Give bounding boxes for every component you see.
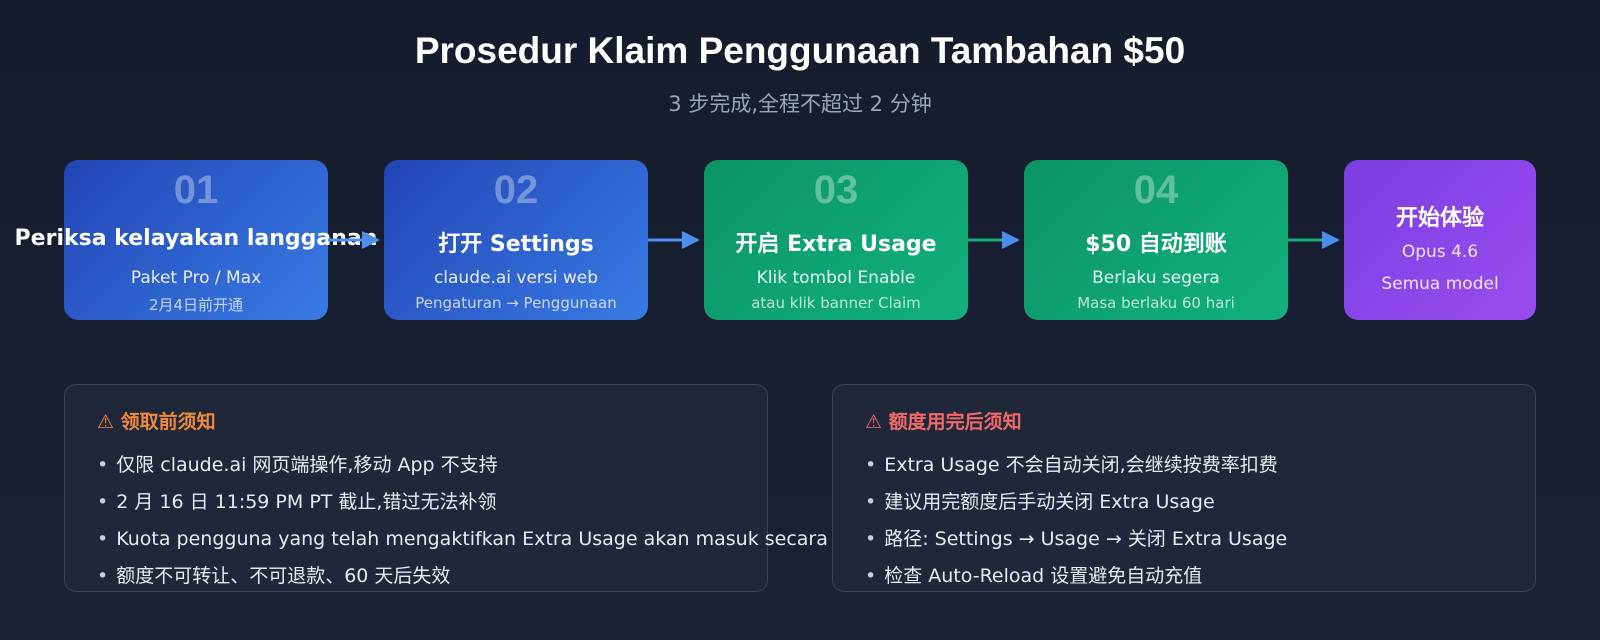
notice-title-text: 额度用完后须知 bbox=[888, 411, 1022, 433]
step-card-2: 02 打开 Settings claude.ai versi web Penga… bbox=[384, 160, 648, 320]
step-card-final: 开始体验 Opus 4.6 Semua model bbox=[1344, 160, 1536, 320]
step-card-3: 03 开启 Extra Usage Klik tombol Enable ata… bbox=[704, 160, 968, 320]
step-note: atau klik banner Claim bbox=[751, 294, 921, 312]
list-item: •Extra Usage 不会自动关闭,会继续按费率扣费 bbox=[865, 454, 1278, 476]
final-step-scope: Semua model bbox=[1381, 274, 1499, 294]
step-number: 01 bbox=[173, 168, 219, 212]
page-subtitle: 3 步完成,全程不超过 2 分钟 bbox=[668, 92, 932, 116]
notice-panel-before: ⚠ 领取前须知 •仅限 claude.ai 网页端操作,移动 App 不支持 •… bbox=[64, 384, 828, 592]
arrow-right-icon bbox=[328, 231, 380, 249]
final-step-title: 开始体验 bbox=[1395, 206, 1484, 231]
step-detail: Paket Pro / Max bbox=[130, 268, 262, 288]
warning-icon: ⚠ bbox=[865, 411, 883, 433]
list-item: •额度不可转让、不可退款、60 天后失效 bbox=[97, 565, 451, 587]
warning-icon: ⚠ bbox=[97, 411, 115, 433]
step-note: 2月4日前开通 bbox=[148, 296, 244, 314]
step-detail: Berlaku segera bbox=[1092, 268, 1220, 288]
step-detail: Klik tombol Enable bbox=[756, 268, 916, 288]
notice-title: ⚠ 领取前须知 bbox=[97, 407, 216, 434]
arrow-right-icon bbox=[1288, 231, 1340, 249]
step-number: 02 bbox=[493, 168, 539, 212]
step-title: 开启 Extra Usage bbox=[735, 232, 937, 257]
notice-panel-after: ⚠ 额度用完后须知 •Extra Usage 不会自动关闭,会继续按费率扣费 •… bbox=[832, 384, 1536, 592]
list-item: •仅限 claude.ai 网页端操作,移动 App 不支持 bbox=[97, 454, 498, 476]
step-title: $50 自动到账 bbox=[1085, 232, 1227, 257]
step-card-1: 01 Periksa kelayakan langganan Paket Pro… bbox=[15, 160, 377, 320]
arrow-right-icon bbox=[648, 231, 700, 249]
notice-title: ⚠ 额度用完后须知 bbox=[865, 407, 1022, 434]
notice-list: •仅限 claude.ai 网页端操作,移动 App 不支持 •2 月 16 日… bbox=[97, 453, 828, 601]
page-title: Prosedur Klaim Penggunaan Tambahan $50 bbox=[414, 30, 1186, 71]
list-item: •Kuota pengguna yang telah mengaktifkan … bbox=[97, 528, 828, 550]
notice-list: •Extra Usage 不会自动关闭,会继续按费率扣费 •建议用完额度后手动关… bbox=[865, 453, 1287, 601]
list-item: •建议用完额度后手动关闭 Extra Usage bbox=[865, 491, 1215, 513]
list-item: •2 月 16 日 11:59 PM PT 截止,错过无法补领 bbox=[97, 491, 497, 513]
arrow-right-icon bbox=[968, 231, 1020, 249]
list-item: •路径: Settings → Usage → 关闭 Extra Usage bbox=[865, 528, 1288, 550]
step-card-4: 04 $50 自动到账 Berlaku segera Masa berlaku … bbox=[1024, 160, 1288, 320]
step-note: Pengaturan → Penggunaan bbox=[415, 294, 617, 312]
step-title: Periksa kelayakan langganan bbox=[14, 226, 378, 251]
final-step-model: Opus 4.6 bbox=[1401, 242, 1479, 262]
step-note: Masa berlaku 60 hari bbox=[1077, 294, 1235, 312]
list-item: •检查 Auto-Reload 设置避免自动充值 bbox=[865, 565, 1203, 587]
step-title: 打开 Settings bbox=[438, 232, 594, 257]
step-number: 03 bbox=[813, 168, 859, 212]
notice-title-text: 领取前须知 bbox=[120, 411, 216, 433]
step-number: 04 bbox=[1133, 168, 1179, 212]
step-detail: claude.ai versi web bbox=[433, 268, 599, 288]
